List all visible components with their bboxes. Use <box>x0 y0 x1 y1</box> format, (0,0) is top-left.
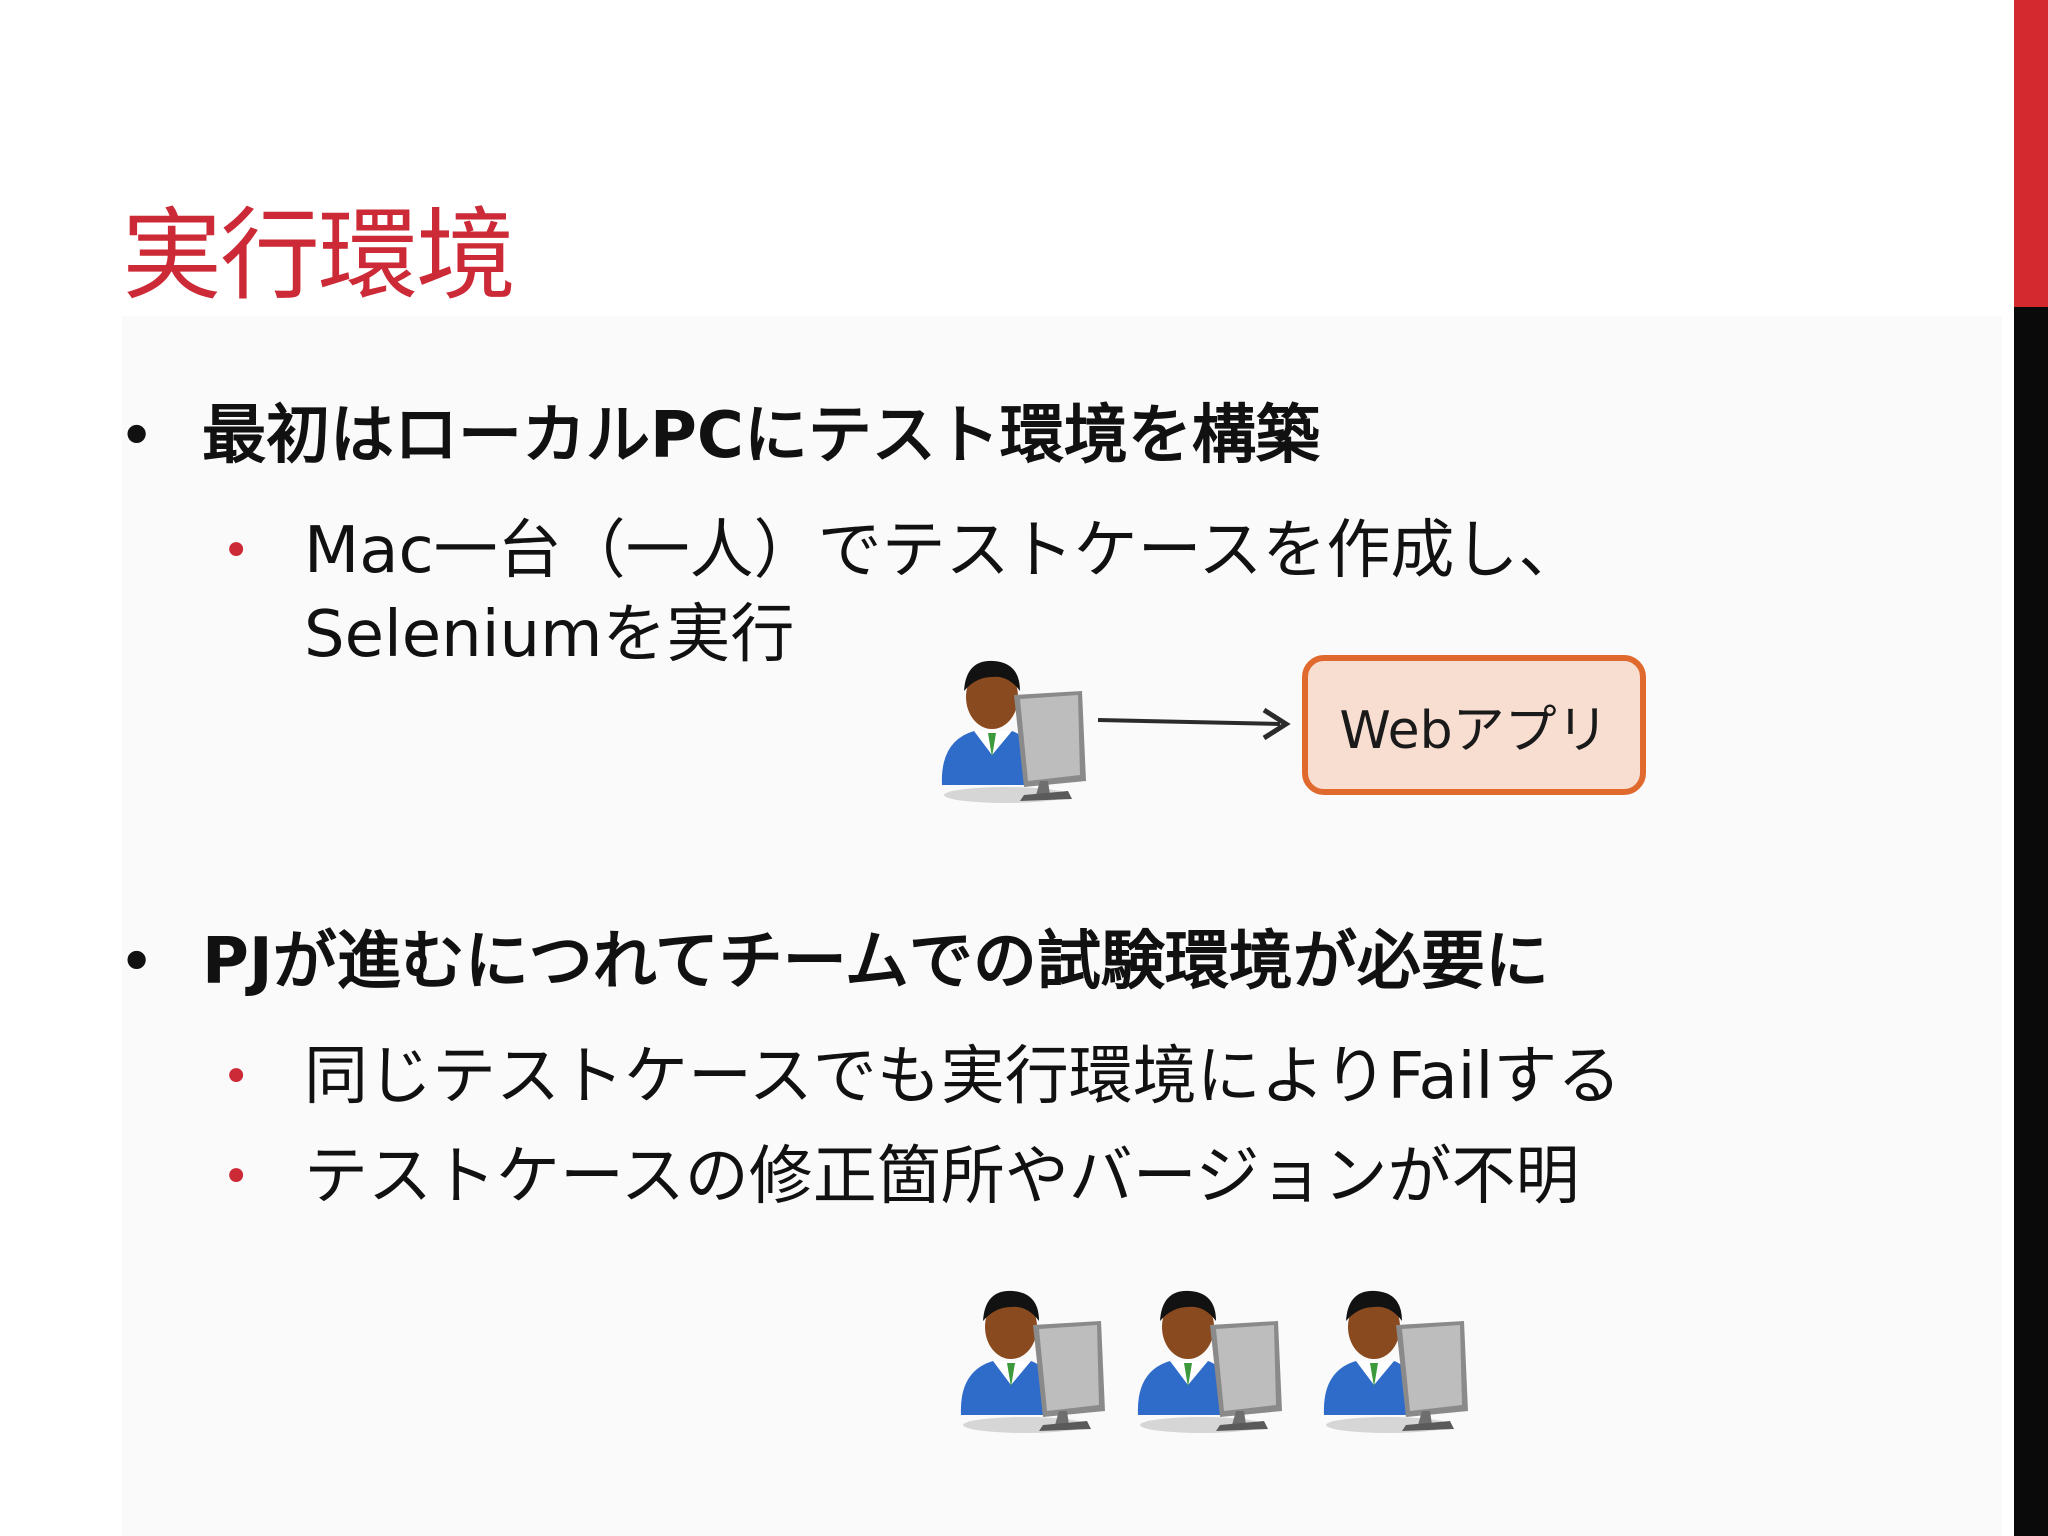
arrow-right-icon <box>1097 707 1291 741</box>
side-accent-black <box>2014 307 2048 1536</box>
slide-title: 実行環境 <box>122 197 516 314</box>
bullet-1-text: 最初はローカルPCにテスト環境を構築 <box>202 399 1320 473</box>
sub-bullet-dot: • <box>222 1049 251 1105</box>
bullet-dot: • <box>120 406 154 466</box>
sub-bullet-2-2-text: テストケースの修正箇所やバージョンが不明 <box>304 1140 1580 1214</box>
sub-bullet-2-1-text: 同じテストケースでも実行環境によりFailする <box>304 1040 1622 1114</box>
person-at-computer-icon <box>1137 1290 1282 1433</box>
webapp-box: Webアプリ <box>1302 655 1646 795</box>
sub-bullet-dot: • <box>222 523 251 579</box>
person-at-computer-icon <box>1323 1290 1468 1433</box>
bullet-dot: • <box>120 932 154 992</box>
person-at-computer-icon <box>960 1290 1105 1433</box>
side-accent-red <box>2014 0 2048 307</box>
sub-bullet-1-2-text: Seleniumを実行 <box>304 598 795 672</box>
side-accent-bar <box>2014 0 2048 1536</box>
bullet-2-text: PJが進むにつれてチームでの試験環境が必要に <box>202 925 1549 999</box>
sub-bullet-1-1-text: Mac一台（一人）でテストケースを作成し、 <box>304 514 1583 588</box>
person-at-computer-icon <box>941 660 1086 803</box>
webapp-label: Webアプリ <box>1339 700 1609 761</box>
sub-bullet-dot: • <box>222 1149 251 1205</box>
